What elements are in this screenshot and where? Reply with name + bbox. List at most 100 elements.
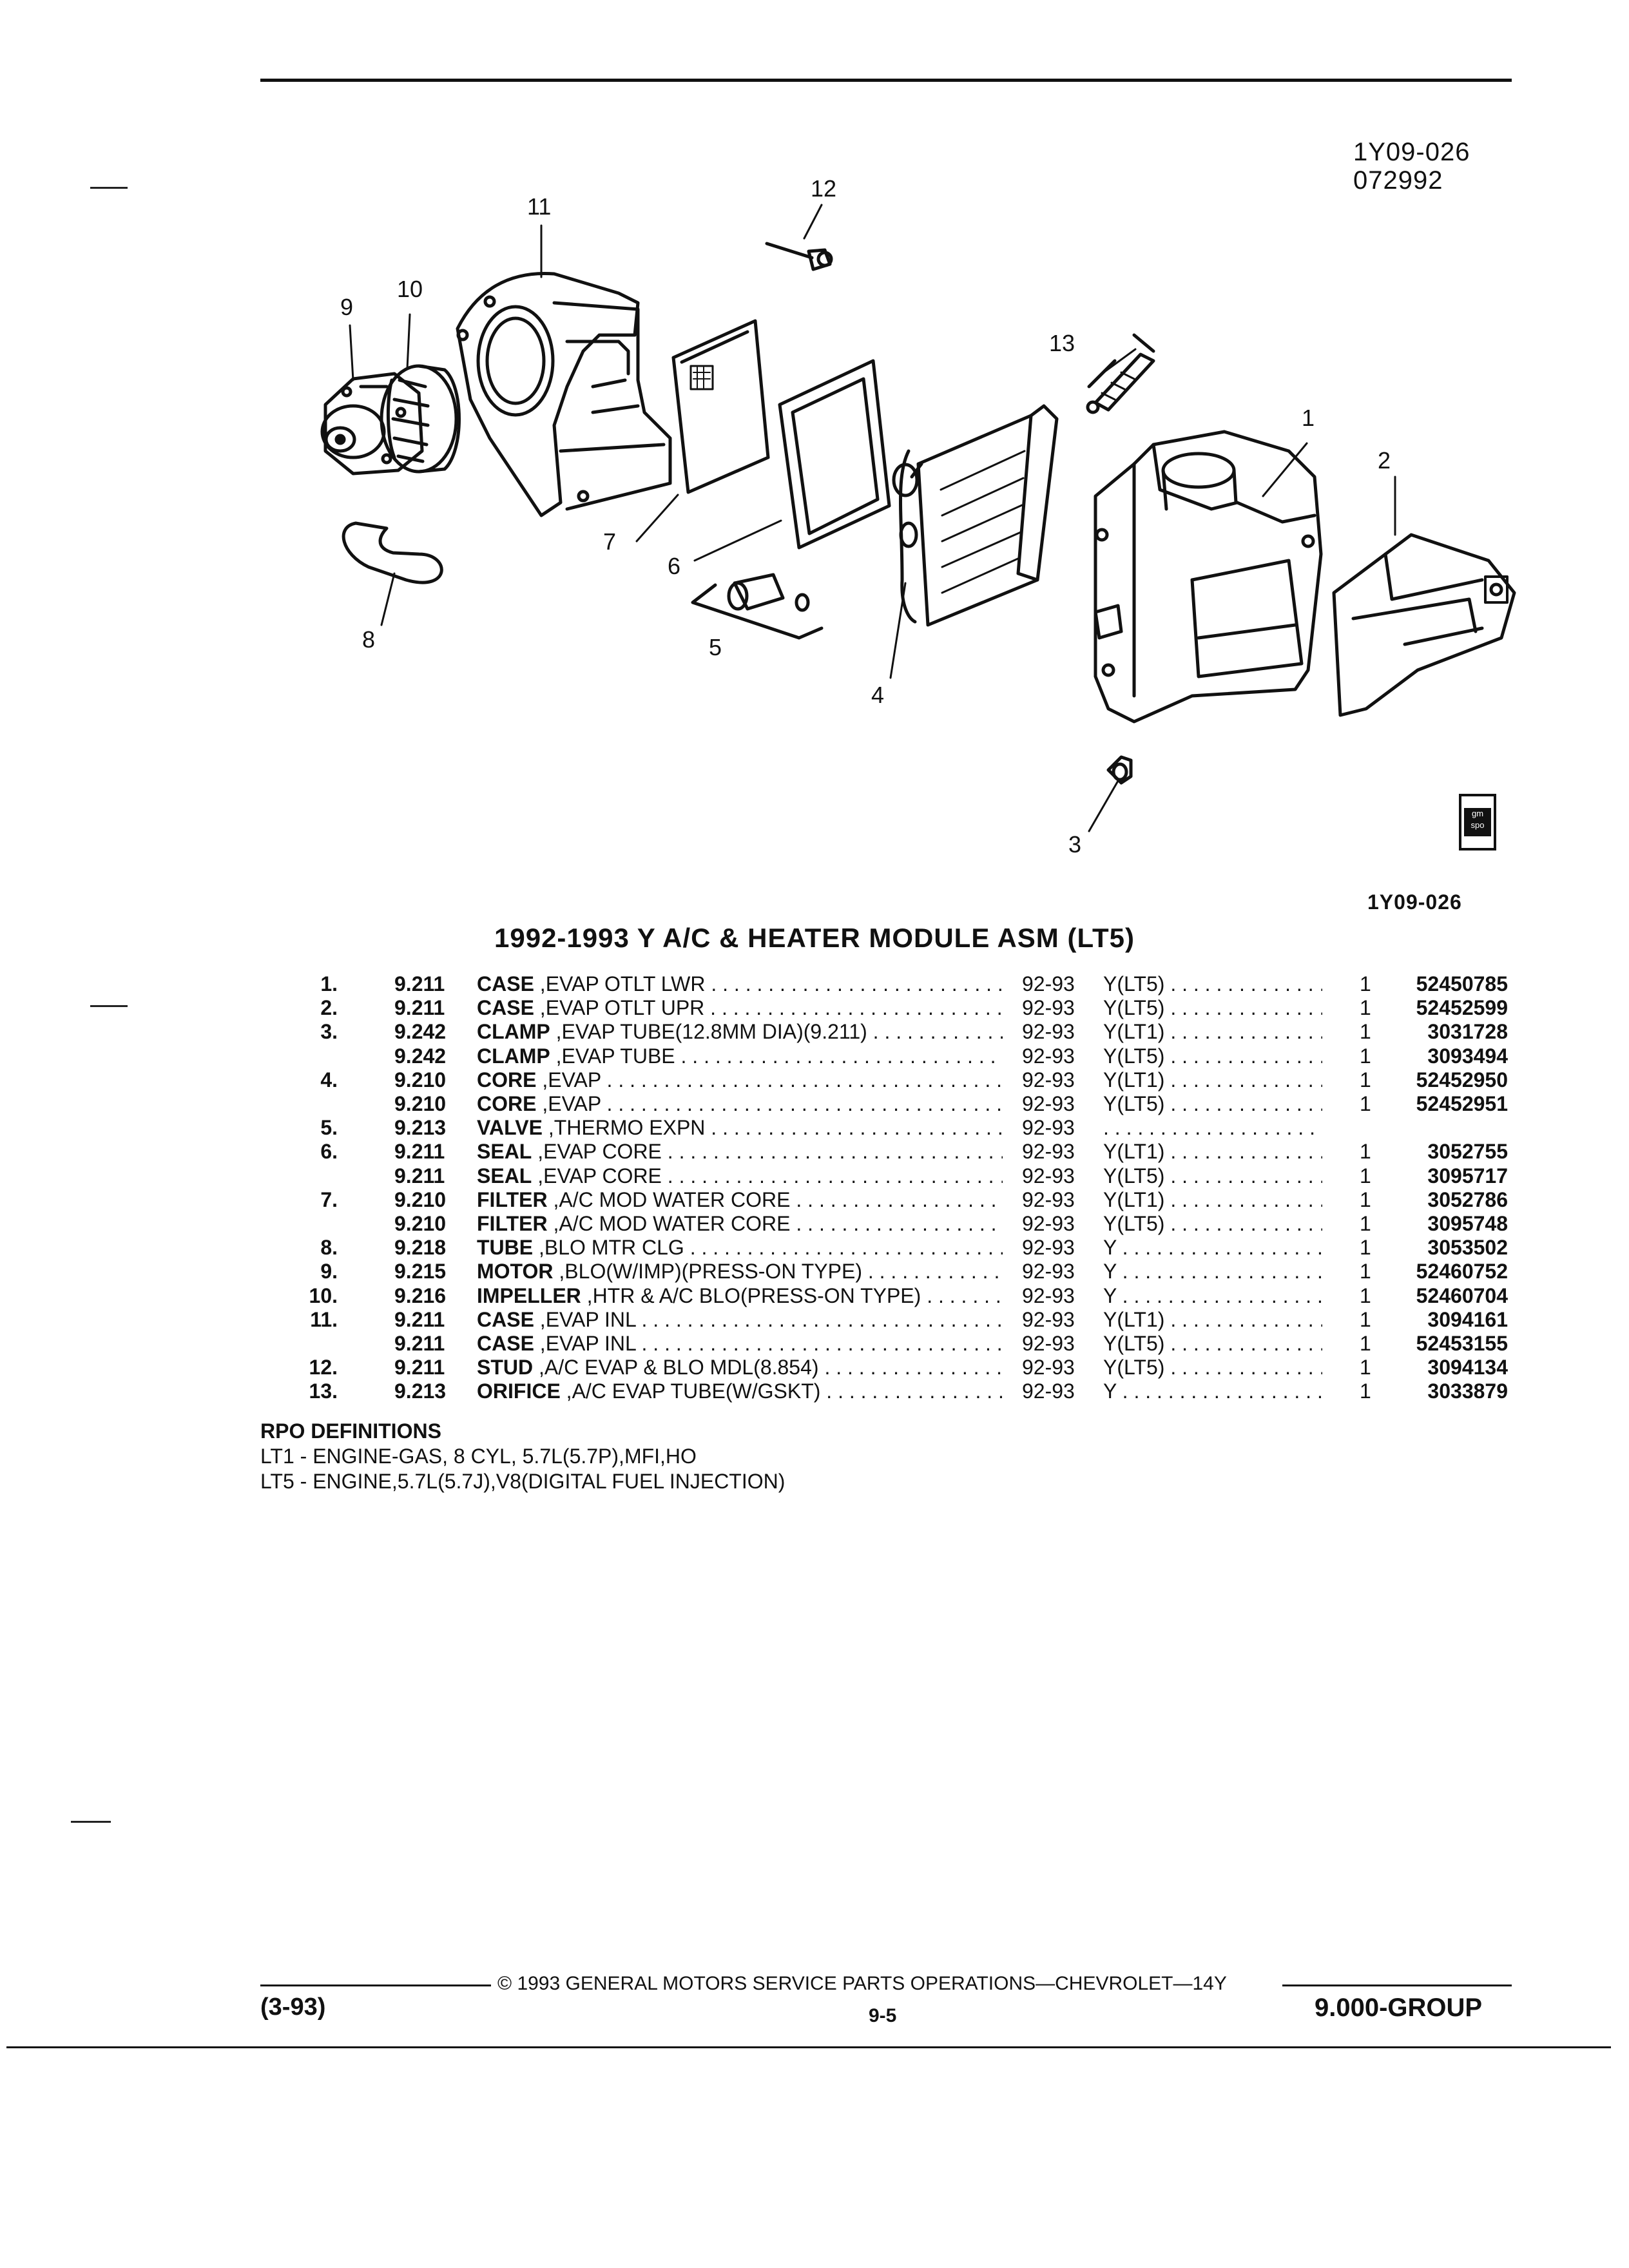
leader-dots: . . . . . . . . . . . . . . . . . . . . … [1170, 1332, 1322, 1355]
application-code: Y(LT5) [1103, 996, 1165, 1020]
item-number: 4. [320, 1068, 338, 1091]
model-years: 92-93 [1022, 1116, 1075, 1140]
item-number: 7. [320, 1187, 338, 1211]
quantity: 1 [1360, 996, 1371, 1020]
leader-dots: . . . . . . . . . . . . . . . . . . . . … [680, 1044, 1003, 1068]
part-name: CLAMP [477, 1020, 550, 1044]
callout-4: 4 [871, 682, 885, 708]
leader-dots: . . . . . . . . . . . . . . . . . . . . … [711, 972, 1003, 995]
cooling-tube-part [342, 521, 443, 584]
part-number: 3094134 [1427, 1356, 1508, 1379]
part-number: 52452599 [1416, 996, 1508, 1020]
model-years: 92-93 [1022, 972, 1075, 995]
part-name: CLAMP [477, 1044, 550, 1068]
callout-7: 7 [603, 528, 617, 555]
application: Y(LT5) . . . . . . . . . . . . . . . . .… [1103, 972, 1322, 996]
leader-dots: . . . . . . . . . . . . . . . . . . . . … [1170, 1307, 1322, 1331]
quantity: 1 [1360, 972, 1371, 995]
part-number: 52460704 [1416, 1283, 1508, 1307]
part-description: CORE ,EVAP . . . . . . . . . . . . . . .… [477, 1091, 1003, 1116]
date-code: (3-93) [260, 1994, 326, 2021]
quantity: 1 [1360, 1332, 1371, 1355]
model-years: 92-93 [1022, 1044, 1075, 1068]
part-number: 3093494 [1427, 1044, 1508, 1068]
group-label: 9.000-GROUP [1315, 1994, 1483, 2022]
part-number: 3094161 [1427, 1307, 1508, 1331]
item-number: 8. [320, 1236, 338, 1260]
item-number: 11. [310, 1307, 338, 1331]
application: Y(LT5) . . . . . . . . . . . . . . . . .… [1103, 1355, 1322, 1379]
group-number: 9.213 [394, 1116, 447, 1140]
application: Y(LT1) . . . . . . . . . . . . . . . . .… [1103, 1187, 1322, 1212]
callout-3: 3 [1068, 831, 1082, 858]
leader-dots: . . . . . . . . . . . . . . . . . . . . … [1170, 972, 1322, 995]
model-years: 92-93 [1022, 1283, 1075, 1307]
part-description: FILTER ,A/C MOD WATER CORE . . . . . . .… [477, 1211, 1003, 1236]
callout-5: 5 [709, 634, 722, 660]
model-years: 92-93 [1022, 996, 1075, 1020]
part-detail: ,EVAP TUBE(12.8MM DIA)(9.211) [555, 1020, 867, 1044]
model-years: 92-93 [1022, 1164, 1075, 1187]
part-name: ORIFICE [477, 1379, 561, 1403]
application-code: Y(LT5) [1103, 1164, 1165, 1187]
quantity: 1 [1360, 1187, 1371, 1211]
callout-1: 1 [1302, 405, 1315, 431]
application-code: Y [1103, 1283, 1117, 1307]
part-name: SEAL [477, 1164, 532, 1187]
part-number: 3031728 [1427, 1020, 1508, 1044]
leader-dots: . . . . . . . . . . . . . . . . . . . . … [1103, 1116, 1322, 1140]
part-number: 3052786 [1427, 1187, 1508, 1211]
leader-dots: . . . . . . . . . . . . . . . . . . . . … [606, 1068, 1003, 1091]
group-number: 9.210 [394, 1187, 447, 1211]
application: . . . . . . . . . . . . . . . . . . . . … [1103, 1115, 1322, 1140]
page-title: 1992-1993 Y A/C & HEATER MODULE ASM (LT5… [494, 923, 1135, 953]
rpo-definition: LT5 - ENGINE,5.7L(5.7J),V8(DIGITAL FUEL … [260, 1470, 786, 1493]
group-number: 9.210 [394, 1068, 447, 1091]
application: Y(LT5) . . . . . . . . . . . . . . . . .… [1103, 1091, 1322, 1116]
part-description: ORIFICE ,A/C EVAP TUBE(W/GSKT) . . . . .… [477, 1379, 1003, 1403]
evap-outlet-lower-case-part [1094, 430, 1323, 724]
application: Y(LT1) . . . . . . . . . . . . . . . . .… [1103, 1068, 1322, 1092]
footer-rule-right [1282, 1984, 1512, 1986]
part-detail: ,EVAP [542, 1068, 601, 1091]
application: Y(LT5) . . . . . . . . . . . . . . . . .… [1103, 1164, 1322, 1188]
item-number: 6. [320, 1140, 338, 1164]
part-name: CASE [477, 1307, 534, 1331]
model-years: 92-93 [1022, 1307, 1075, 1331]
item-number: 12. [309, 1356, 338, 1379]
part-description: CASE ,EVAP INL . . . . . . . . . . . . .… [477, 1307, 1003, 1332]
part-number: 52452951 [1416, 1092, 1508, 1115]
part-number: 3052755 [1427, 1140, 1508, 1164]
group-number: 9.210 [394, 1212, 447, 1235]
part-name: MOTOR [477, 1260, 554, 1283]
application-code: Y(LT5) [1103, 1212, 1165, 1235]
part-name: SEAL [477, 1140, 532, 1164]
seal-part [778, 359, 891, 550]
leader-dots: . . . . . . . . . . . . . . . . . . . . … [711, 1116, 1003, 1140]
part-description: SEAL ,EVAP CORE . . . . . . . . . . . . … [477, 1139, 1003, 1164]
callout-6: 6 [668, 553, 681, 579]
leader-dots: . . . . . . . . . . . . . . . . . . . . … [796, 1187, 1003, 1211]
header-rule [260, 79, 1512, 82]
table-row: 4. 9.210 CORE ,EVAP . . . . . . . . . . . … [0, 1068, 1629, 1092]
part-description: CORE ,EVAP . . . . . . . . . . . . . . .… [477, 1068, 1003, 1092]
model-years: 92-93 [1022, 1260, 1075, 1283]
leader-dots: . . . . . . . . . . . . . . . . . . . . … [1122, 1283, 1322, 1307]
group-number: 9.211 [394, 996, 445, 1020]
leader-dots: . . . . . . . . . . . . . . . . . . . . … [606, 1092, 1003, 1115]
part-description: FILTER ,A/C MOD WATER CORE . . . . . . .… [477, 1187, 1003, 1212]
part-number: 3095748 [1427, 1212, 1508, 1235]
item-number: 5. [320, 1116, 338, 1140]
leader-dots: . . . . . . . . . . . . . . . . . . . . … [641, 1332, 1003, 1355]
quantity: 1 [1360, 1044, 1371, 1068]
quantity: 1 [1360, 1307, 1371, 1331]
orifice-part [1086, 333, 1155, 414]
